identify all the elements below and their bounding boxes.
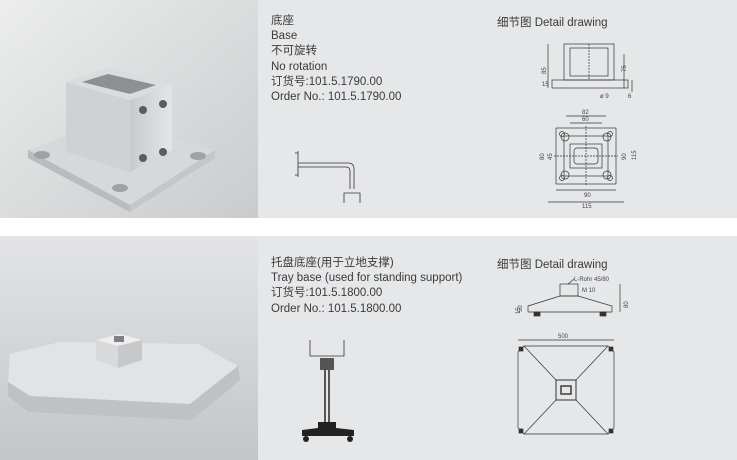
tray-base-detail-label: 细节图 Detail drawing	[497, 259, 608, 271]
product-panel-base: 底座 Base 不可旋转 No rotation 订货号:101.5.1790.…	[0, 0, 737, 218]
dim-500: 500	[558, 334, 569, 340]
dim-6: 6	[628, 94, 632, 100]
order-number-en: Order No.: 101.5.1800.00	[271, 302, 402, 315]
order-number-cn: 订货号:101.5.1790.00	[271, 75, 383, 88]
dim-l-rohr: L-Rohr 45/80	[574, 277, 610, 283]
dim-85: 85	[542, 67, 548, 74]
base-mounting-sketch	[290, 145, 380, 207]
product-title-cn: 托盘底座(用于立地支撑)	[271, 257, 394, 269]
dim-75: 75	[622, 65, 628, 72]
order-number-en: Order No.: 101.5.1790.00	[271, 91, 402, 104]
dim-m10: M 10	[582, 288, 596, 294]
dim-115-vertical: 115	[632, 150, 638, 160]
base-detail-label: 细节图 Detail drawing	[497, 17, 608, 29]
dim-diameter-9: ø 9	[600, 94, 609, 100]
dim-80: 80	[540, 153, 546, 160]
product-feature-en: No rotation	[271, 60, 328, 73]
tray-base-standing-sketch	[296, 336, 356, 446]
dim-90-horizontal: 90	[584, 193, 591, 199]
product-title-cn: 底座	[271, 15, 294, 27]
order-number-cn: 订货号:101.5.1800.00	[271, 287, 383, 300]
base-top-view-drawing: 82 60 80 45 90 115 90 115	[532, 106, 642, 210]
dim-15: 15	[542, 82, 549, 88]
dim-60: 60	[582, 117, 589, 123]
base-product-photo	[0, 0, 258, 218]
base-side-view-drawing: 85 75 15 ø 9 6	[538, 40, 638, 102]
dim-90-vertical: 90	[622, 153, 628, 160]
product-panel-tray-base: 托盘底座(用于立地支撑) Tray base (used for standin…	[0, 236, 737, 460]
product-feature-cn: 不可旋转	[271, 45, 317, 58]
tray-base-description: 托盘底座(用于立地支撑) Tray base (used for standin…	[271, 256, 462, 317]
base-description: 底座 Base 不可旋转 No rotation 订货号:101.5.1790.…	[271, 14, 401, 105]
tray-base-side-view-drawing: L-Rohr 45/80 M 10 80 15 50	[512, 274, 630, 326]
dim-50: 50	[518, 305, 524, 312]
dim-115-horizontal: 115	[582, 204, 592, 210]
tray-base-product-photo	[0, 236, 258, 460]
dim-80: 80	[624, 301, 630, 308]
dim-15: 15	[516, 307, 522, 314]
product-title-en: Tray base (used for standing support)	[271, 272, 463, 285]
dim-82: 82	[582, 110, 589, 116]
tray-base-top-view-drawing: 500	[510, 332, 622, 442]
product-title-en: Base	[271, 30, 298, 43]
dim-45: 45	[548, 153, 554, 160]
